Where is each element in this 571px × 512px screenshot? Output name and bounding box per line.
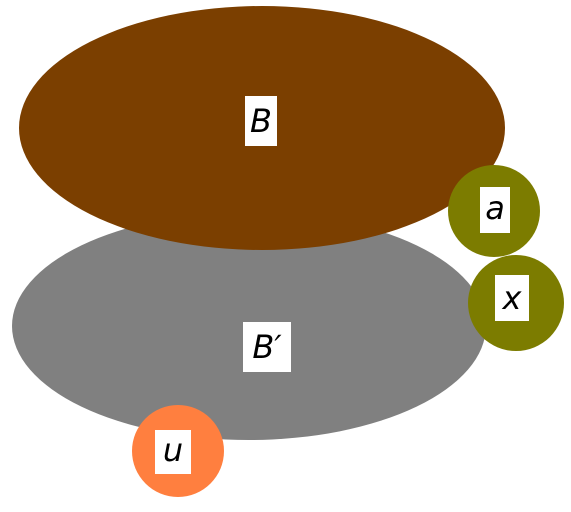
set-b-label: B xyxy=(245,96,277,146)
element-x-label: x xyxy=(495,275,529,321)
element-u-label: u xyxy=(155,430,191,474)
element-a-label: a xyxy=(480,187,510,233)
set-bprime-label: B′ xyxy=(243,322,291,372)
